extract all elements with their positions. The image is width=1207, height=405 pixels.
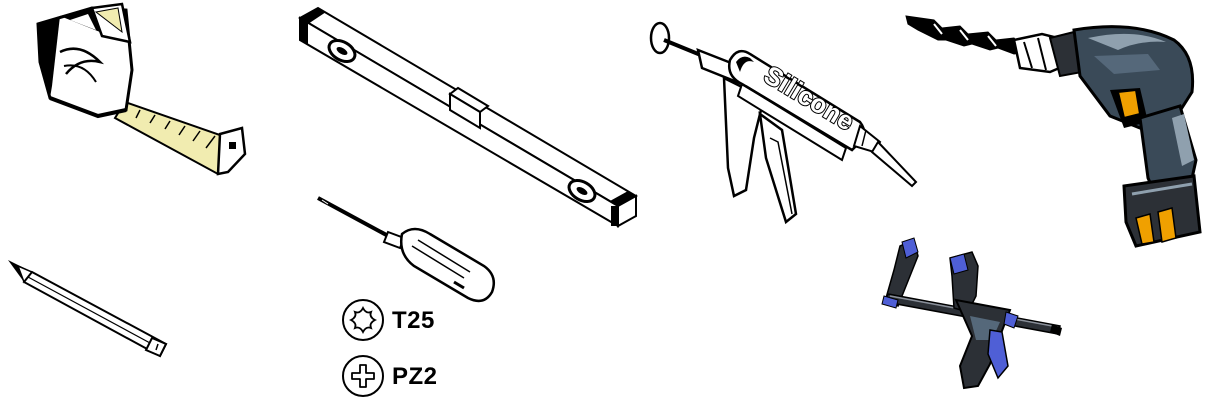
pozidriv-bit-icon [342, 355, 384, 397]
tape-measure-icon [36, 2, 247, 176]
spirit-level-icon [297, 6, 639, 228]
torx-bit-icon [342, 299, 384, 341]
caulking-gun-icon: Silicone [649, 21, 918, 225]
screwdriver-icon [317, 196, 495, 303]
bit-label-t25: T25 [392, 307, 435, 334]
power-drill-icon [905, 15, 1202, 248]
pencil-icon [8, 260, 168, 358]
bit-label-pz2: PZ2 [392, 363, 438, 390]
bar-clamp-icon [881, 237, 1062, 390]
